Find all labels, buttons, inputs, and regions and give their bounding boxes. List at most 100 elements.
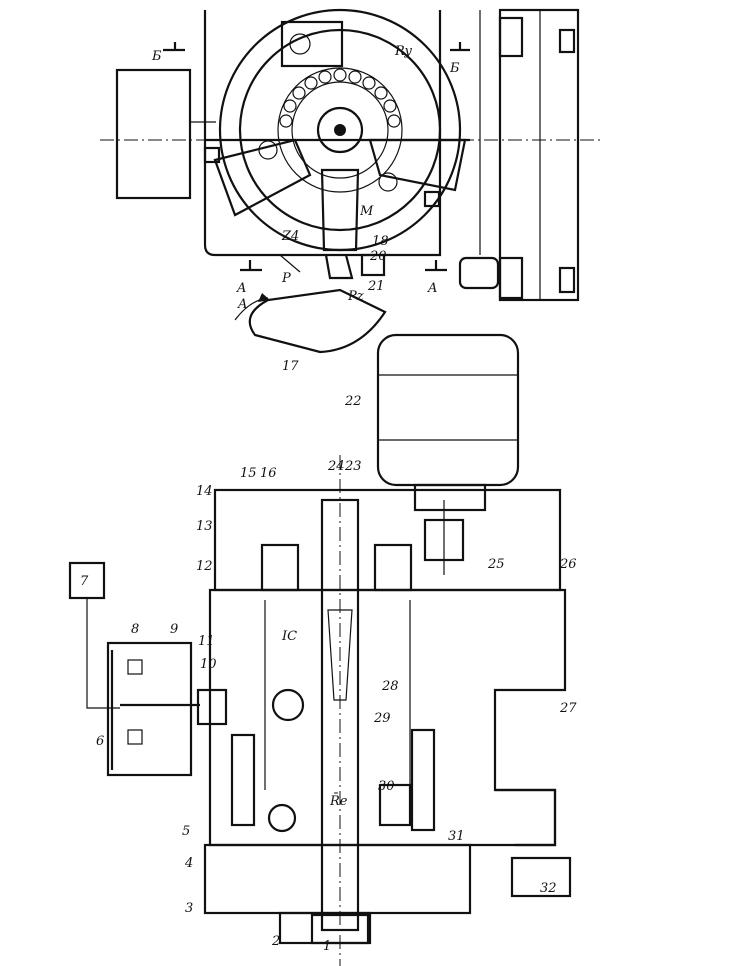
jaw-screw-right [378, 172, 398, 192]
label-22: 22 [344, 394, 362, 409]
indicator-magnet-1 [127, 659, 143, 675]
label-6: 6 [96, 734, 104, 749]
base-bolt-bottom [498, 256, 524, 300]
label-7: 7 [80, 574, 89, 589]
section-b-right: Б [449, 61, 460, 76]
annotation-m: M [359, 204, 374, 219]
label-13: 13 [196, 519, 213, 534]
section-b-left: Б [151, 49, 162, 64]
spindle-shaft [320, 498, 360, 932]
label-10: 10 [200, 657, 217, 672]
label-26: 26 [559, 557, 577, 572]
annotation-ic: IC [281, 629, 297, 644]
housing-26 [213, 488, 562, 592]
transmitter-10 [196, 688, 228, 726]
annotation-pz: Pz [347, 289, 364, 304]
tool-tip [324, 254, 354, 280]
label-29: 29 [373, 711, 391, 726]
label-11: 11 [198, 634, 215, 649]
rotation-arrow [258, 293, 270, 302]
base-bolt-top-2 [558, 28, 576, 54]
wire [86, 598, 120, 709]
spindle-hub [316, 106, 364, 154]
ball-5 [267, 803, 297, 833]
label-24: 24 [327, 459, 345, 474]
label-23: 23 [344, 459, 362, 474]
label-5: 5 [182, 824, 190, 839]
base-bolt-bottom-2 [558, 266, 576, 294]
motor-body [376, 333, 520, 487]
annotation-a-arrow: A [237, 297, 247, 312]
jaw-center [320, 168, 360, 252]
section-a-left: A [236, 281, 246, 296]
label-20: 20 [369, 249, 387, 264]
workpiece [248, 288, 387, 354]
label-1: 1 [323, 939, 331, 954]
chuck-inner-ring [238, 28, 442, 232]
annotation-ry: Ry [394, 44, 413, 59]
bearing-12 [260, 543, 300, 592]
jaw-right [368, 138, 467, 192]
label-4: 4 [184, 856, 193, 871]
housing-frame [203, 10, 442, 257]
screw-head-right [423, 190, 441, 208]
label-18: 18 [372, 234, 389, 249]
jaw-screw-left [258, 140, 278, 160]
label-15: 15 [240, 466, 257, 481]
bearing-inner [291, 81, 389, 179]
stud-nut [458, 256, 500, 290]
screw-4 [230, 733, 256, 827]
label-3: 3 [185, 901, 193, 916]
bearing-12-r [373, 543, 413, 592]
tool-line [279, 254, 301, 273]
label-12: 12 [196, 559, 213, 574]
annotation-re: R̄e [329, 793, 348, 809]
label-8: 8 [131, 622, 139, 637]
base-bolt-top [498, 16, 524, 58]
left-block [115, 68, 192, 200]
sensor-20 [360, 253, 386, 277]
lower-section-view [203, 455, 572, 966]
label-32: 32 [540, 881, 557, 896]
bearing-outer [277, 67, 403, 193]
label-31: 31 [448, 829, 465, 844]
sensor-housing [280, 20, 344, 68]
sensor-element [289, 33, 311, 55]
annotation-z4: Z4 [281, 229, 299, 244]
label-2: 2 [271, 934, 280, 949]
bracket [495, 788, 557, 847]
label-28: 28 [381, 679, 399, 694]
ball-11 [271, 688, 305, 722]
indicator-6 [106, 641, 193, 777]
motor-flange [413, 483, 487, 512]
label-30: 30 [378, 779, 395, 794]
spindle-nut-1 [310, 913, 370, 945]
jaw-left [213, 138, 312, 217]
taper-pin [327, 609, 353, 701]
annotation-p: P [281, 271, 291, 286]
motor-22 [376, 333, 520, 512]
section-marks [163, 42, 470, 272]
right-base-plate [498, 8, 580, 302]
bearing-balls [279, 68, 401, 128]
labels: 1 2 3 4 5 6 7 8 9 10 11 12 13 14 15 16 1… [80, 44, 577, 954]
flange-3 [203, 843, 472, 915]
label-17: 17 [282, 359, 299, 374]
label-21: 21 [367, 279, 385, 294]
ring-30 [378, 783, 412, 827]
bolt-32-head [510, 856, 572, 898]
screw-31 [410, 728, 436, 832]
screw-head-left [203, 146, 221, 164]
upper-view [100, 8, 600, 354]
indicator-group [68, 561, 228, 777]
spindle-center [334, 124, 346, 136]
label-27: 27 [559, 701, 577, 716]
label-14: 14 [196, 484, 213, 499]
indicator-magnet-2 [127, 729, 143, 745]
section-a-right: A [427, 281, 437, 296]
label-16: 16 [260, 466, 277, 481]
label-9: 9 [170, 622, 178, 637]
label-25: 25 [487, 557, 505, 572]
